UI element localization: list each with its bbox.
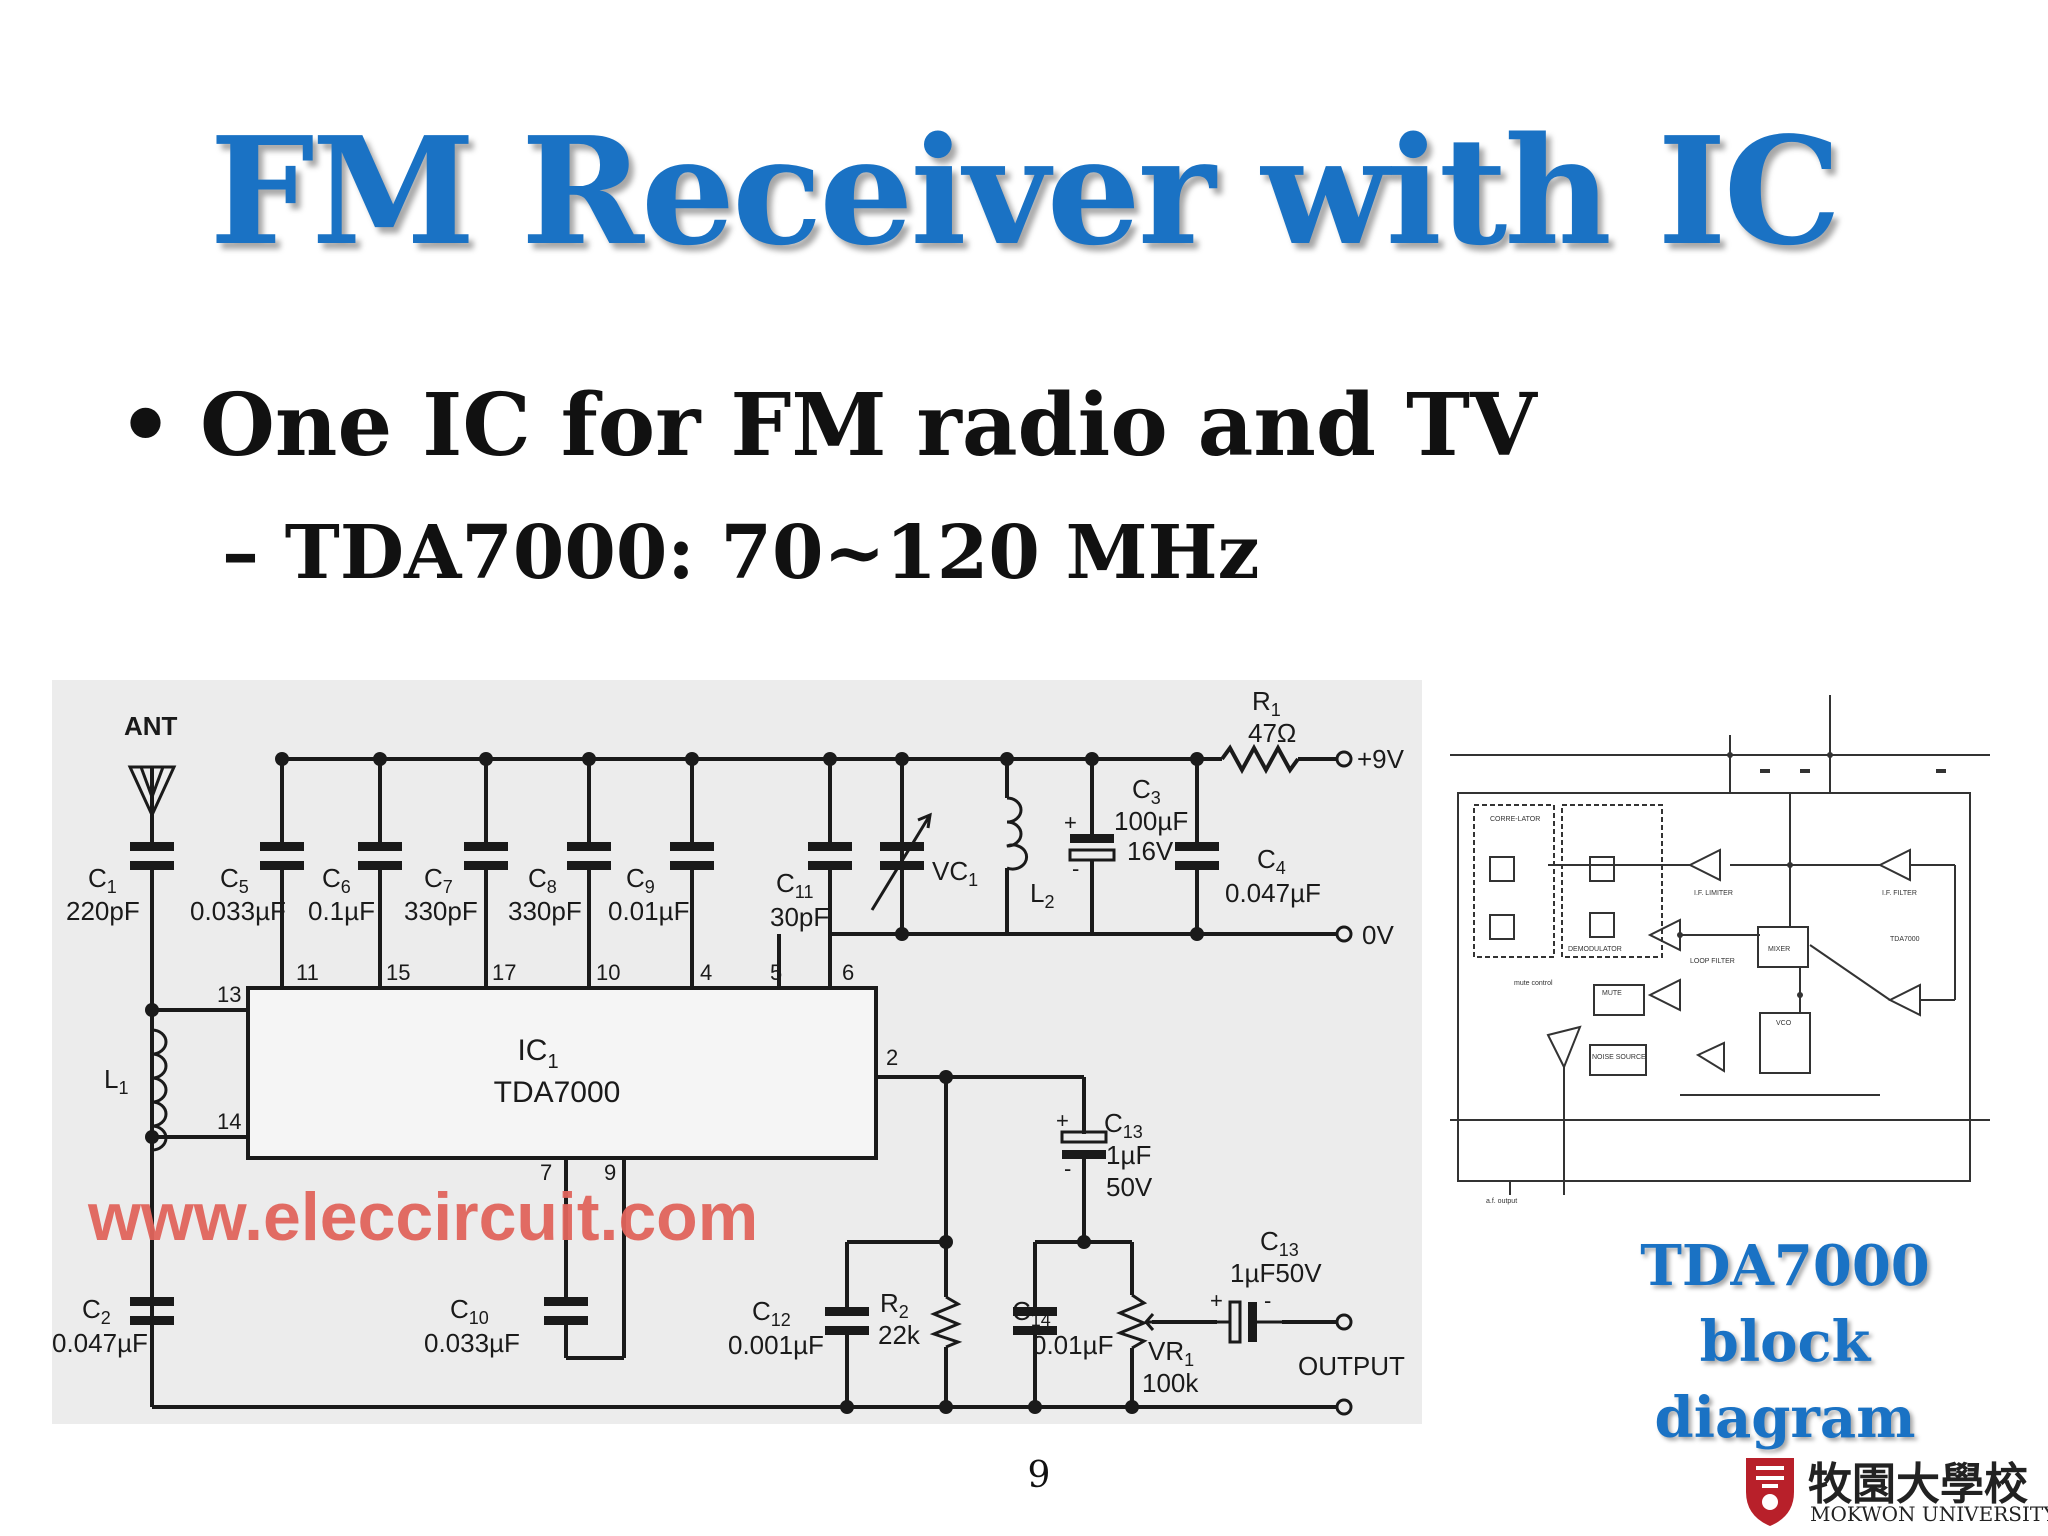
c1-label: C1	[88, 863, 117, 897]
bullet-dot: •	[118, 375, 173, 476]
c13a-voltage: 50V	[1106, 1172, 1153, 1202]
page-number: 9	[1027, 1455, 1051, 1496]
c13b-minus: -	[1264, 1288, 1271, 1313]
c10-value: 0.033µF	[424, 1328, 520, 1358]
bullet-level-1: • One IC for FM radio and TV	[118, 375, 1537, 476]
pin-14: 14	[217, 1109, 241, 1134]
university-emblem-icon	[1746, 1458, 1794, 1526]
c14-label: C14	[1012, 1296, 1051, 1330]
ic-label: IC1	[517, 1034, 558, 1073]
block-vco-label: VCO	[1776, 1020, 1792, 1027]
ground-label: 0V	[1362, 920, 1394, 950]
r2-value: 22k	[878, 1320, 921, 1350]
c12-label: C12	[752, 1296, 791, 1330]
pin-10: 10	[596, 960, 620, 985]
c4-label: C4	[1257, 844, 1286, 878]
block-demod-label: DEMODULATOR	[1568, 946, 1622, 953]
block-if-filter-label: I.F. FILTER	[1882, 890, 1917, 897]
bullet-level-2: – TDA7000: 70~120 MHz	[222, 510, 1260, 596]
antenna-label: ANT	[124, 711, 178, 741]
c13a-plus: +	[1056, 1108, 1069, 1133]
c11-value: 30pF	[770, 902, 829, 932]
r2-label: R2	[880, 1288, 909, 1322]
pin-7: 7	[540, 1160, 552, 1185]
c4-value: 0.047µF	[1225, 878, 1321, 908]
block-loop-filter-label: LOOP FILTER	[1690, 958, 1735, 965]
block-noise-label: NOISE SOURCE	[1592, 1054, 1646, 1061]
c3-minus: -	[1072, 856, 1079, 881]
vr1-label: VR1	[1148, 1336, 1194, 1370]
c2-value: 0.047µF	[52, 1328, 148, 1358]
pin-4: 4	[700, 960, 712, 985]
vc1-label: VC1	[932, 856, 978, 890]
pin-13: 13	[217, 982, 241, 1007]
block-mute-control-label: mute control	[1514, 980, 1553, 987]
r1-label: R1	[1252, 686, 1281, 720]
c8-value: 330pF	[508, 896, 582, 926]
c3-plus: +	[1064, 810, 1077, 835]
block-correlator-label: CORRE-LATOR	[1490, 816, 1540, 823]
l2-label: L2	[1030, 878, 1054, 912]
supply-label: +9V	[1357, 744, 1405, 774]
pin-17: 17	[492, 960, 516, 985]
pin-6: 6	[842, 960, 854, 985]
c6-value: 0.1µF	[308, 896, 375, 926]
c14-value: 0.01µF	[1032, 1330, 1113, 1360]
c3-voltage: 16V	[1127, 836, 1174, 866]
block-mute-label: MUTE	[1602, 990, 1622, 997]
block-mixer-label: MIXER	[1768, 946, 1790, 953]
bullet-1-text: One IC for FM radio and TV	[200, 375, 1537, 476]
l1-label: L1	[104, 1064, 128, 1098]
watermark: www.eleccircuit.com	[87, 1179, 758, 1255]
c5-value: 0.033µF	[190, 896, 286, 926]
c12-value: 0.001µF	[728, 1330, 824, 1360]
caption-line-1: TDA7000	[1640, 1233, 1930, 1299]
c13a-minus: -	[1064, 1156, 1071, 1181]
c9-value: 0.01µF	[608, 896, 689, 926]
block-ic-label: TDA7000	[1890, 936, 1920, 943]
university-name-cn: 牧園大學校	[1808, 1459, 2028, 1510]
tda7000-block-diagram: TDA7000 MIXER VCO DEMODULATOR I.F. LIMIT…	[1450, 695, 1990, 1205]
vr1-value: 100k	[1142, 1368, 1199, 1398]
c9-label: C9	[626, 863, 655, 897]
c13b-value: 1µF50V	[1230, 1258, 1322, 1288]
c2-label: C2	[82, 1294, 111, 1328]
block-af-output-label: a.f. output	[1486, 1198, 1517, 1205]
c3-value: 100µF	[1114, 806, 1188, 836]
c7-value: 330pF	[404, 896, 478, 926]
c10-label: C10	[450, 1294, 489, 1328]
block-limiter-label: I.F. LIMITER	[1694, 890, 1733, 897]
pin-11: 11	[296, 960, 319, 985]
c11-label: C11	[776, 868, 813, 902]
fm-receiver-schematic: ANT +9V 0V OUTPUT C1 220pF C5 0.033µF C6…	[52, 680, 1422, 1424]
c8-label: C8	[528, 863, 557, 897]
university-name-en: MOKWON UNIVERSITY	[1810, 1502, 2048, 1526]
pin-5: 5	[770, 960, 782, 985]
c7-label: C7	[424, 863, 453, 897]
c3-label: C3	[1132, 774, 1161, 808]
block-diagram-caption: TDA7000 block diagram	[1560, 1228, 2010, 1456]
university-logo: 牧園大學校 MOKWON UNIVERSITY	[1738, 1448, 2048, 1528]
c13b-label: C13	[1260, 1226, 1299, 1260]
c6-label: C6	[322, 863, 351, 897]
c5-label: C5	[220, 863, 249, 897]
c1-value: 220pF	[66, 896, 140, 926]
pin-9: 9	[604, 1160, 616, 1185]
pin-2: 2	[886, 1045, 898, 1070]
pin-15: 15	[386, 960, 410, 985]
ic-part-label: TDA7000	[494, 1076, 621, 1109]
c13b-plus: +	[1210, 1288, 1223, 1313]
r1-value: 47Ω	[1248, 718, 1296, 748]
output-label: OUTPUT	[1298, 1351, 1405, 1381]
caption-line-2: block diagram	[1654, 1309, 1916, 1451]
c13a-label: C13	[1104, 1108, 1143, 1142]
slide-title: FM Receiver with IC	[209, 104, 1842, 278]
c13a-value: 1µF	[1106, 1140, 1151, 1170]
